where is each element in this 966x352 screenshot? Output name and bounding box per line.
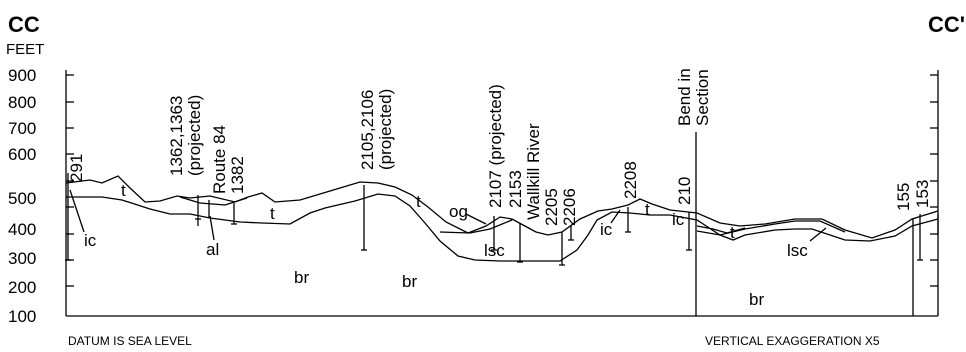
well-label: 2105,2106 [358, 90, 377, 170]
well-label: (projected) [185, 95, 204, 176]
route-label: Route 84 [210, 125, 229, 194]
y-tick-label: 500 [8, 189, 36, 208]
well-label: 210 [675, 177, 694, 205]
unit-label-ic: ic [672, 210, 685, 229]
unit-label-lsc: lsc [484, 241, 505, 260]
y-tick-label: 900 [8, 66, 36, 85]
contact-line-lacustrine-lower [696, 220, 846, 236]
well-label: 2206 [560, 188, 579, 226]
well-label: 1362,1363 [167, 96, 186, 176]
unit-label-t: t [730, 223, 735, 242]
well-label: 153 [913, 180, 932, 208]
unit-label-br: br [402, 272, 417, 291]
well-label: 2153 [506, 170, 525, 208]
section-end-label: CC' [928, 12, 965, 37]
well-label: (projected) [376, 89, 395, 170]
axis-unit-label: FEET [6, 41, 44, 58]
well-label: 1382 [228, 156, 247, 194]
left-elevation-axis [65, 70, 74, 316]
bedrock-surface-line [66, 193, 939, 262]
contact-line-alluvium [179, 196, 248, 206]
well-label: 2208 [621, 161, 640, 199]
unit-label-lsc: lsc [787, 241, 808, 260]
unit-label-br: br [749, 290, 764, 309]
unit-label-ic: ic [84, 231, 97, 250]
well-label: 2205 [542, 188, 561, 226]
well-label: 155 [894, 183, 913, 211]
well-label: 291 [67, 154, 86, 182]
bend-label-line1: Bend in [675, 68, 694, 126]
unit-label-t: t [645, 200, 650, 219]
unit-label-al: al [206, 240, 219, 259]
datum-note: DATUM IS SEA LEVEL [68, 334, 192, 348]
y-tick-label: 300 [8, 249, 36, 268]
contact-line-outwash [439, 219, 513, 234]
unit-label-t: t [416, 192, 421, 211]
unit-label-t: t [121, 181, 126, 200]
y-tick-label: 700 [8, 119, 36, 138]
well-lines [67, 173, 939, 316]
unit-label-t: t [270, 204, 275, 223]
right-elevation-axis [930, 70, 939, 316]
y-tick-label: 200 [8, 278, 36, 297]
y-tick-label: 600 [8, 145, 36, 164]
exaggeration-note: VERTICAL EXAGGERATION X5 [705, 334, 880, 348]
unit-label-ic: ic [600, 220, 613, 239]
y-tick-label: 100 [8, 307, 36, 326]
label-leader-lines [69, 189, 827, 242]
bend-label-line2: Section [693, 69, 712, 126]
unit-label-og: og [449, 202, 468, 221]
y-tick-label: 400 [8, 220, 36, 239]
unit-label-br: br [294, 268, 309, 287]
well-label: 2107 (projected) [486, 84, 505, 208]
river-label: Wallkill River [524, 123, 543, 220]
well-caps [65, 218, 923, 266]
section-start-label: CC [8, 12, 40, 37]
y-tick-label: 800 [8, 93, 36, 112]
ground-surface-line [65, 175, 939, 239]
